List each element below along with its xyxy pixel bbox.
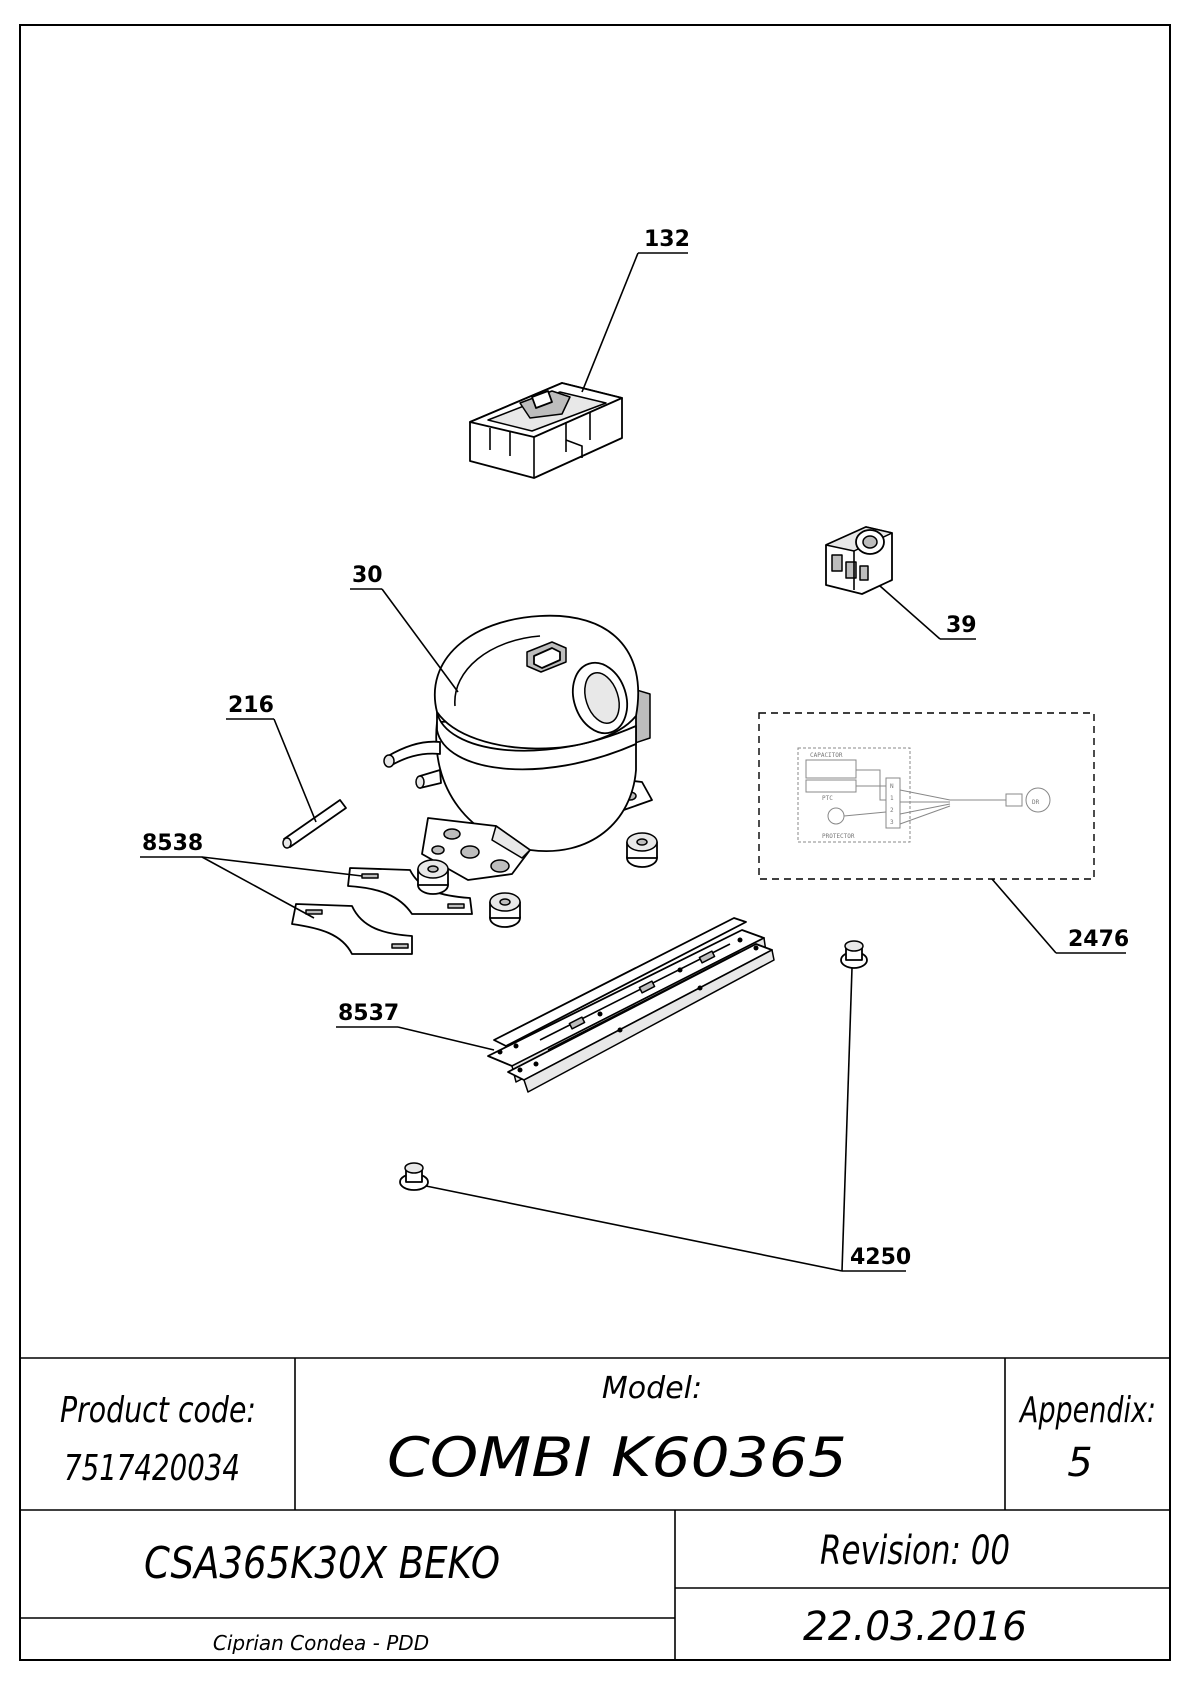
part-2476-wiring-harness: CAPACITOR PTC PROTECTOR N 1 2 3 DR xyxy=(758,712,1095,880)
author: Ciprian Condea - PDD xyxy=(213,1631,429,1655)
part-39-ptc-relay xyxy=(825,526,893,595)
callout-8537: 8537 xyxy=(336,1001,495,1051)
wiring-terminal-3: 3 xyxy=(890,819,894,826)
model-label: Model: xyxy=(602,1371,702,1406)
callout-4250: 4250 xyxy=(425,967,911,1272)
title-block: Product code: 7517420034 Model: COMBI K6… xyxy=(20,1357,1170,1660)
model-value: COMBI K60365 xyxy=(387,1426,847,1489)
part-8537-base-rails xyxy=(487,917,775,1093)
callout-2476: 2476 xyxy=(991,878,1129,954)
part-name: CSA365K30X BEKO xyxy=(144,1538,500,1589)
part-4250-clip-left xyxy=(399,1162,429,1191)
wiring-terminal-1: 1 xyxy=(890,795,894,802)
wiring-terminal-n: N xyxy=(890,783,894,790)
part-4250-clip-right xyxy=(840,940,868,969)
part-216-tube xyxy=(282,799,347,849)
part-8538-strips xyxy=(291,867,473,955)
rubber-grommets xyxy=(417,832,658,928)
wiring-terminal-2: 2 xyxy=(890,807,894,814)
appendix-label: Appendix: xyxy=(1019,1390,1156,1431)
revision-date: 22.03.2016 xyxy=(803,1604,1027,1650)
svg-text:DR: DR xyxy=(1032,799,1040,806)
callout-8538: 8538 xyxy=(140,831,363,919)
callout-30: 30 xyxy=(350,563,459,693)
drawing-frame xyxy=(19,24,1171,1661)
callout-2476-label: 2476 xyxy=(1068,927,1129,952)
callout-4250-label: 4250 xyxy=(850,1245,911,1270)
revision: Revision: 00 xyxy=(820,1528,1010,1574)
callout-132-label: 132 xyxy=(644,227,690,252)
callout-39-label: 39 xyxy=(946,613,977,638)
callout-39: 39 xyxy=(879,585,977,640)
callout-216-label: 216 xyxy=(228,693,274,718)
callout-30-label: 30 xyxy=(352,563,383,588)
callout-8537-label: 8537 xyxy=(338,1001,399,1026)
callout-216: 216 xyxy=(226,693,317,823)
product-code-label: Product code: xyxy=(60,1390,256,1431)
wiring-protector-label: PROTECTOR xyxy=(822,833,855,840)
wiring-ptc-label: PTC xyxy=(822,795,833,802)
part-30-compressor xyxy=(383,614,653,881)
product-code-value: 7517420034 xyxy=(64,1448,240,1489)
part-132-relay-cover xyxy=(469,382,623,479)
callout-8538-label: 8538 xyxy=(142,831,203,856)
callout-132: 132 xyxy=(581,227,690,393)
wiring-capacitor-label: CAPACITOR xyxy=(810,752,843,759)
appendix-value: 5 xyxy=(1067,1440,1092,1486)
